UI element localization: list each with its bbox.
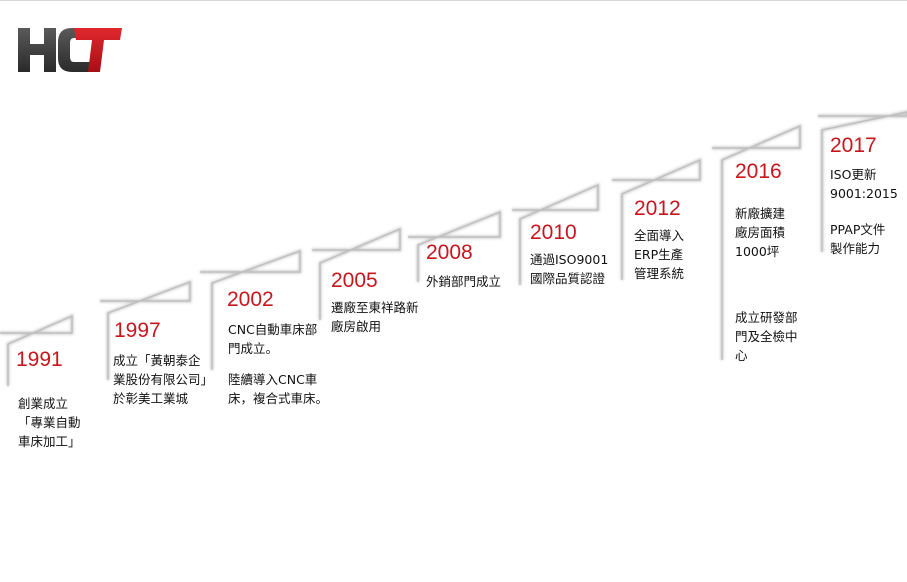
step-2016 <box>712 125 801 360</box>
step-2002 <box>200 250 301 370</box>
desc-2005: 遷廠至東祥路新 廠房啟用 <box>331 300 419 334</box>
desc-2010: 通過ISO9001 國際品質認證 <box>530 252 609 286</box>
desc-2016-a: 新廠擴建 廠房面積 1000坪 <box>735 206 786 259</box>
step-2012 <box>612 159 701 280</box>
step-2008 <box>408 211 501 282</box>
step-2005 <box>312 228 401 320</box>
step-2010 <box>512 184 599 285</box>
hct-logo <box>18 28 122 72</box>
year-2017: 2017 <box>830 134 877 157</box>
year-2008: 2008 <box>426 241 473 264</box>
top-rule <box>0 0 907 1</box>
year-1991: 1991 <box>16 348 63 371</box>
year-2010: 2010 <box>530 221 577 244</box>
desc-1991: 創業成立 「專業自動 車床加工」 <box>18 396 81 449</box>
desc-2017-b: PPAP文件 製作能力 <box>830 222 886 256</box>
desc-2008: 外銷部門成立 <box>426 274 502 289</box>
step-1991 <box>0 315 73 386</box>
desc-1997: 成立「黃朝泰企 業股份有限公司」 於彰美工業城 <box>113 353 214 406</box>
year-2005: 2005 <box>331 269 378 292</box>
year-1997: 1997 <box>114 319 161 342</box>
step-1997 <box>100 281 191 380</box>
step-2017 <box>818 111 907 252</box>
year-2012: 2012 <box>634 197 681 220</box>
desc-2017-a: ISO更新 9001:2015 <box>830 167 898 201</box>
desc-2016-b: 成立研發部 門及全檢中 心 <box>735 310 798 363</box>
desc-2012: 全面導入 ERP生產 管理系統 <box>634 228 685 281</box>
year-2016: 2016 <box>735 160 782 183</box>
year-2002: 2002 <box>227 288 274 311</box>
desc-2002-a: CNC自動車床部 門成立。 <box>228 322 318 356</box>
desc-2002-b: 陸續導入CNC車 床，複合式車床。 <box>228 372 329 406</box>
